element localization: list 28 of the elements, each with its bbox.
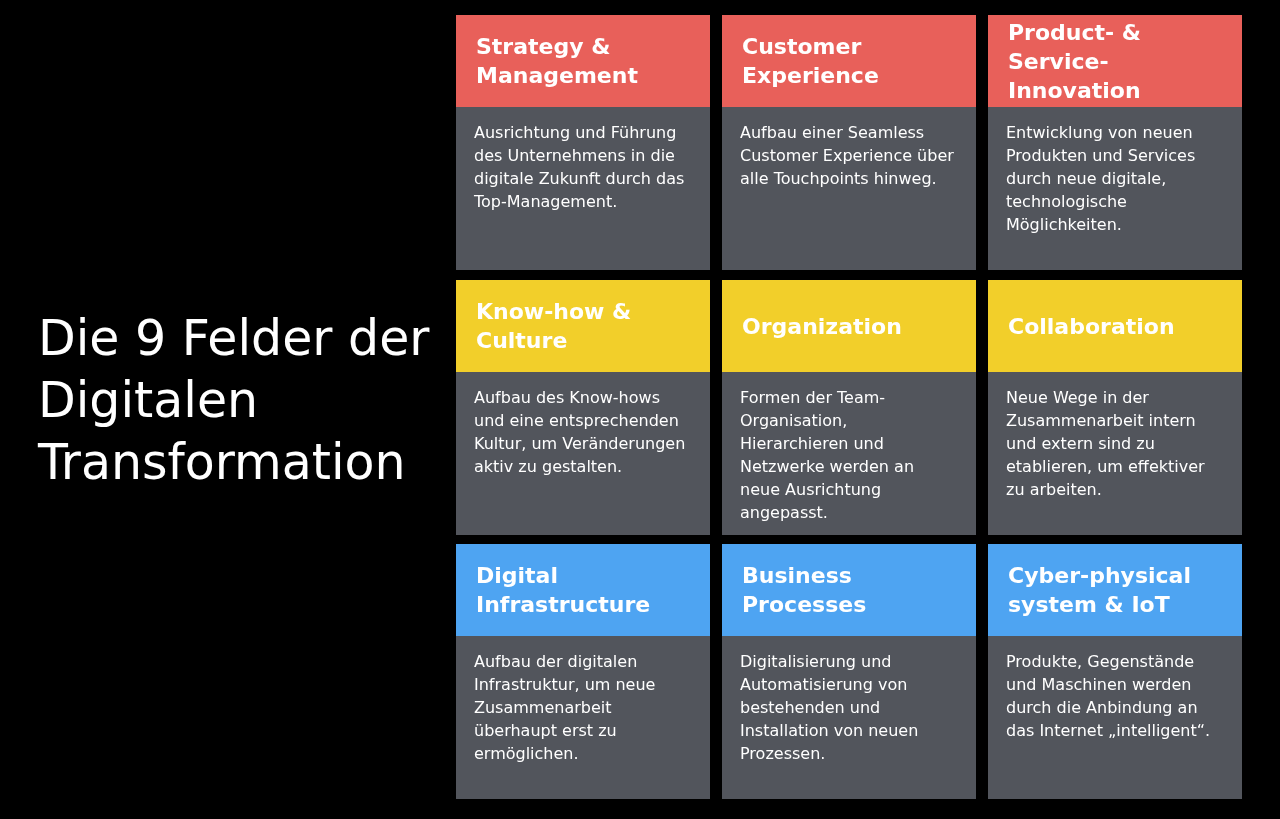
card-heading: Organization: [742, 312, 902, 341]
card-heading: Product- & Service-Innovation: [1008, 18, 1143, 105]
card-description: Entwicklung von neuen Produkten und Services durch neue digitale, technologische Möglichkeiten.: [1006, 122, 1197, 236]
card-description: Digitalisierung und Automatisierung von bestehenden und Installation von neuen Prozessen.: [740, 651, 920, 765]
card-description: Aufbau einer Seamless Customer Experience über alle Touchpoints hinweg.: [740, 122, 955, 190]
field-card: [988, 544, 1242, 799]
field-card: [456, 280, 710, 535]
card-description: Ausrichtung und Führung des Unternehmens in die digitale Zukunft durch das Top-Management.: [474, 122, 686, 213]
card-description: Aufbau des Know-hows und eine entsprechenden Kultur, um Veränderungen aktiv zu gestalten.: [474, 387, 687, 478]
field-card: [456, 544, 710, 799]
card-description: Formen der Team-Organisation, Hierarchieren und Netzwerke werden an neue Ausrichtung angepasst.: [740, 387, 915, 524]
card-heading: Digital Infrastructure: [476, 562, 652, 619]
card-heading: Business Processes: [742, 562, 868, 619]
card-heading: Cyber-physical system & IoT: [1008, 562, 1192, 619]
card-description: Neue Wege in der Zusammenarbeit intern und extern sind zu etablieren, um effektiver zu arbeiten.: [1006, 387, 1206, 501]
field-card: [988, 15, 1242, 270]
field-card: [722, 544, 976, 799]
field-card: [988, 280, 1242, 535]
card-heading: Know-how & Culture: [476, 298, 633, 355]
card-heading: Customer Experience: [742, 33, 880, 90]
card-description: Aufbau der digitalen Infrastruktur, um neue Zusammenarbeit überhaupt erst zu ermöglichen.: [474, 651, 657, 765]
field-card: [456, 15, 710, 270]
field-card: [722, 280, 976, 535]
card-heading: Strategy & Management: [476, 33, 639, 90]
card-description: Produkte, Gegenstände und Maschinen werden durch die Anbindung an das Internet „intelligent“.: [1006, 651, 1212, 742]
field-card: [722, 15, 976, 270]
title: Die 9 Felder der Digitalen Transformation: [38, 309, 431, 493]
card-heading: Collaboration: [1008, 312, 1175, 341]
